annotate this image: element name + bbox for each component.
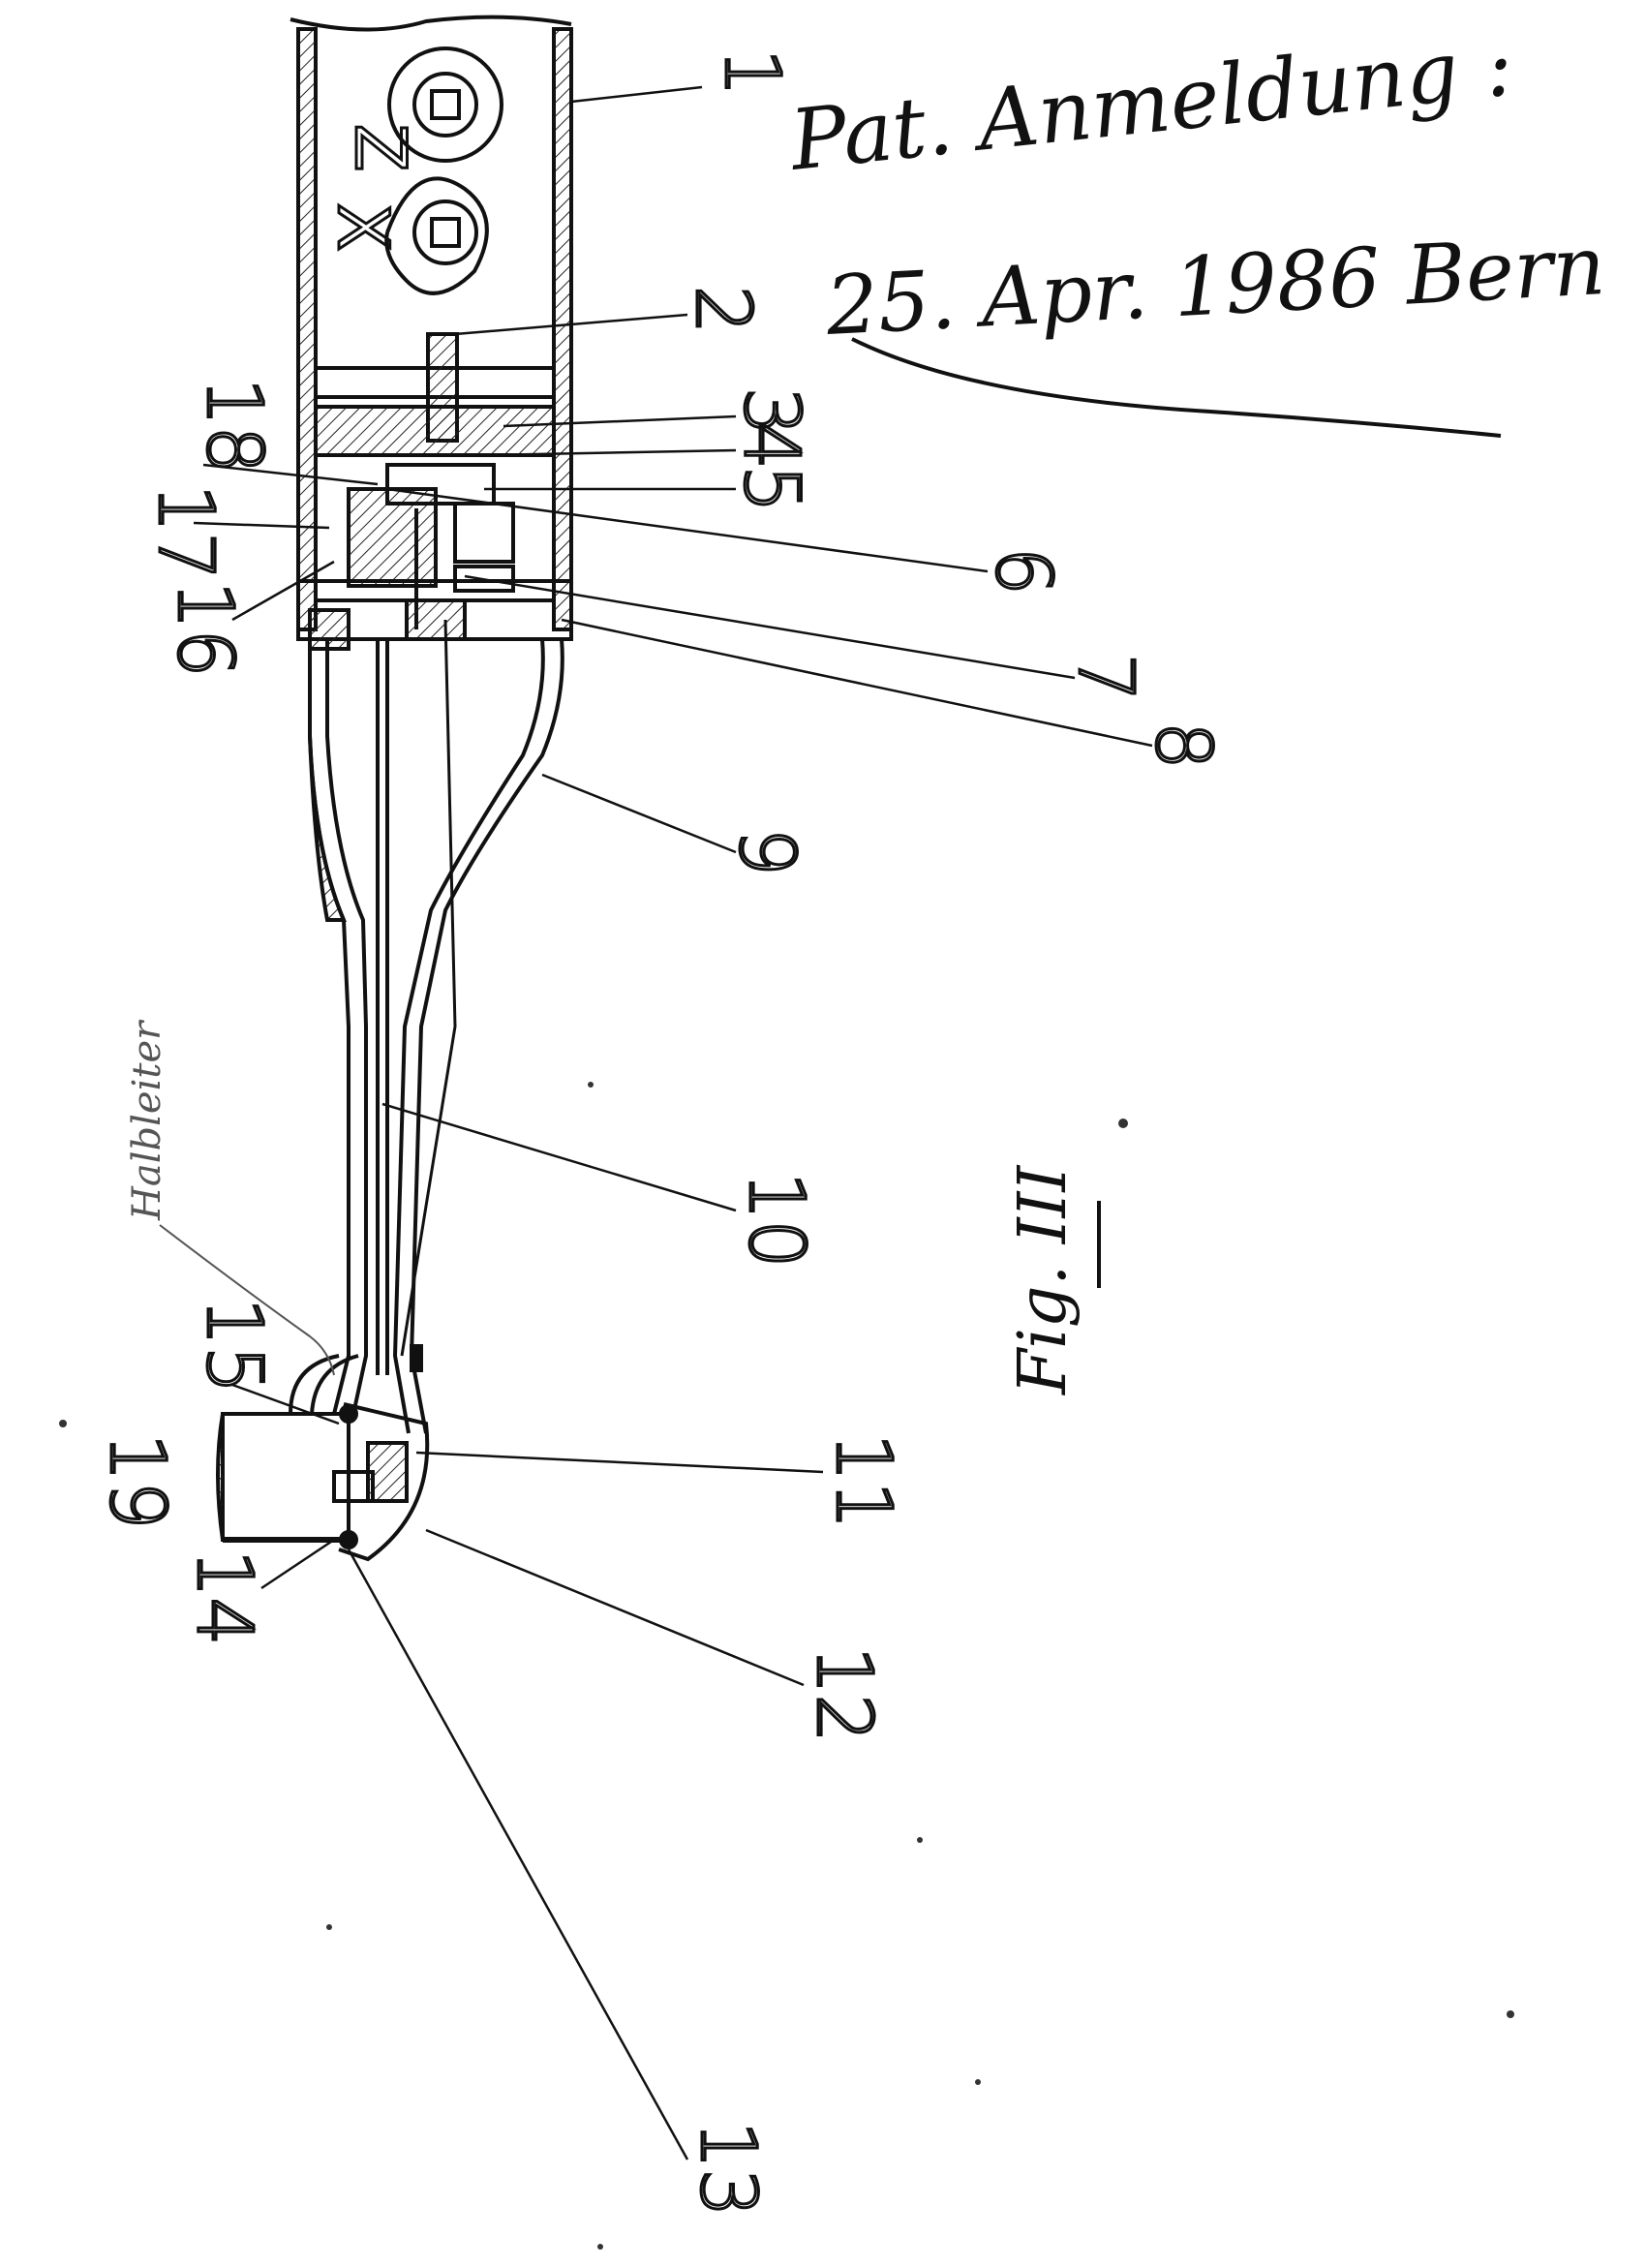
figure-label: Fig. III [1005,1165,1082,1396]
callout-14: 14 [180,1549,267,1645]
note-underline [851,337,1502,438]
callout-11: 11 [819,1433,906,1529]
z-screw-icon [387,46,503,163]
callout-17: 17 [141,484,229,580]
margin-note: Halbleiter [125,1019,169,1221]
x-marker: X [322,203,404,251]
callout-8: 8 [1139,721,1226,770]
outer-tube [290,15,573,631]
callout-4: 4 [727,421,814,470]
callout-labels: 1 2 3 4 5 6 7 8 9 10 11 12 13 14 15 16 1… [92,47,1228,2219]
tip-assembly [216,1344,430,1562]
callout-3: 3 [727,387,814,436]
callout-18: 18 [190,378,277,474]
callout-15: 15 [190,1298,277,1394]
callout-9: 9 [722,828,809,876]
callout-5: 5 [727,465,814,513]
note-date: 25. Apr. 1986 Bern [823,218,1607,353]
gear-housing [296,332,573,651]
callout-13: 13 [684,2121,771,2217]
x-screw-icon [384,176,489,295]
leader-lines [193,85,1153,2161]
z-marker: Z [340,124,421,171]
callout-16: 16 [161,581,248,677]
callout-2: 2 [679,286,766,334]
margin-note-line [159,1224,335,1376]
callout-1: 1 [708,48,795,97]
note-title: Pat. Anmeldung : [784,17,1517,190]
handle-body [308,619,564,1434]
callout-12: 12 [800,1646,887,1742]
scan-specks [59,1082,1514,2250]
callout-6: 6 [979,547,1066,596]
callout-10: 10 [732,1172,819,1268]
callout-7: 7 [1061,654,1148,702]
callout-19: 19 [93,1433,180,1529]
